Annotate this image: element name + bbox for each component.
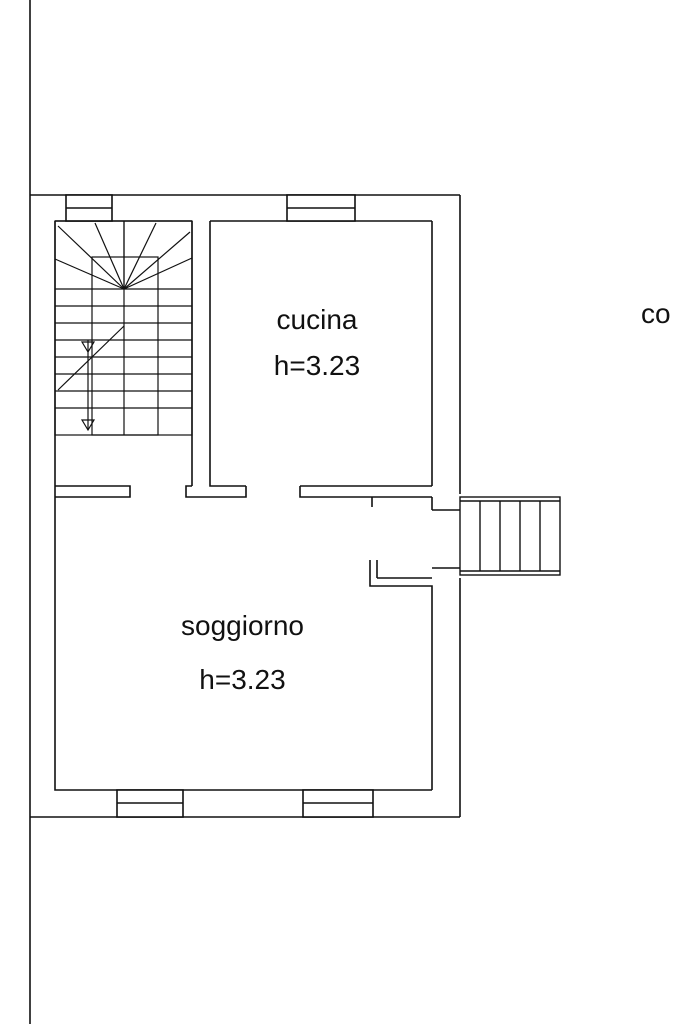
room-height-cucina: h=3.23 bbox=[273, 350, 361, 381]
internal-staircase bbox=[54, 220, 193, 436]
window-bottom-left bbox=[116, 789, 184, 818]
window-top-kitchen bbox=[286, 194, 356, 222]
external-steps bbox=[459, 496, 561, 576]
window-top-left bbox=[65, 194, 113, 222]
stair-partition bbox=[55, 485, 131, 498]
entry-wall bbox=[369, 496, 460, 790]
room-label-cucina: cucina bbox=[276, 304, 358, 335]
window-bottom-right bbox=[302, 789, 374, 818]
outer-wall bbox=[30, 194, 461, 818]
edge-label: co bbox=[641, 298, 671, 329]
room-label-soggiorno: soggiorno bbox=[181, 610, 304, 641]
room-height-soggiorno: h=3.23 bbox=[199, 664, 286, 695]
